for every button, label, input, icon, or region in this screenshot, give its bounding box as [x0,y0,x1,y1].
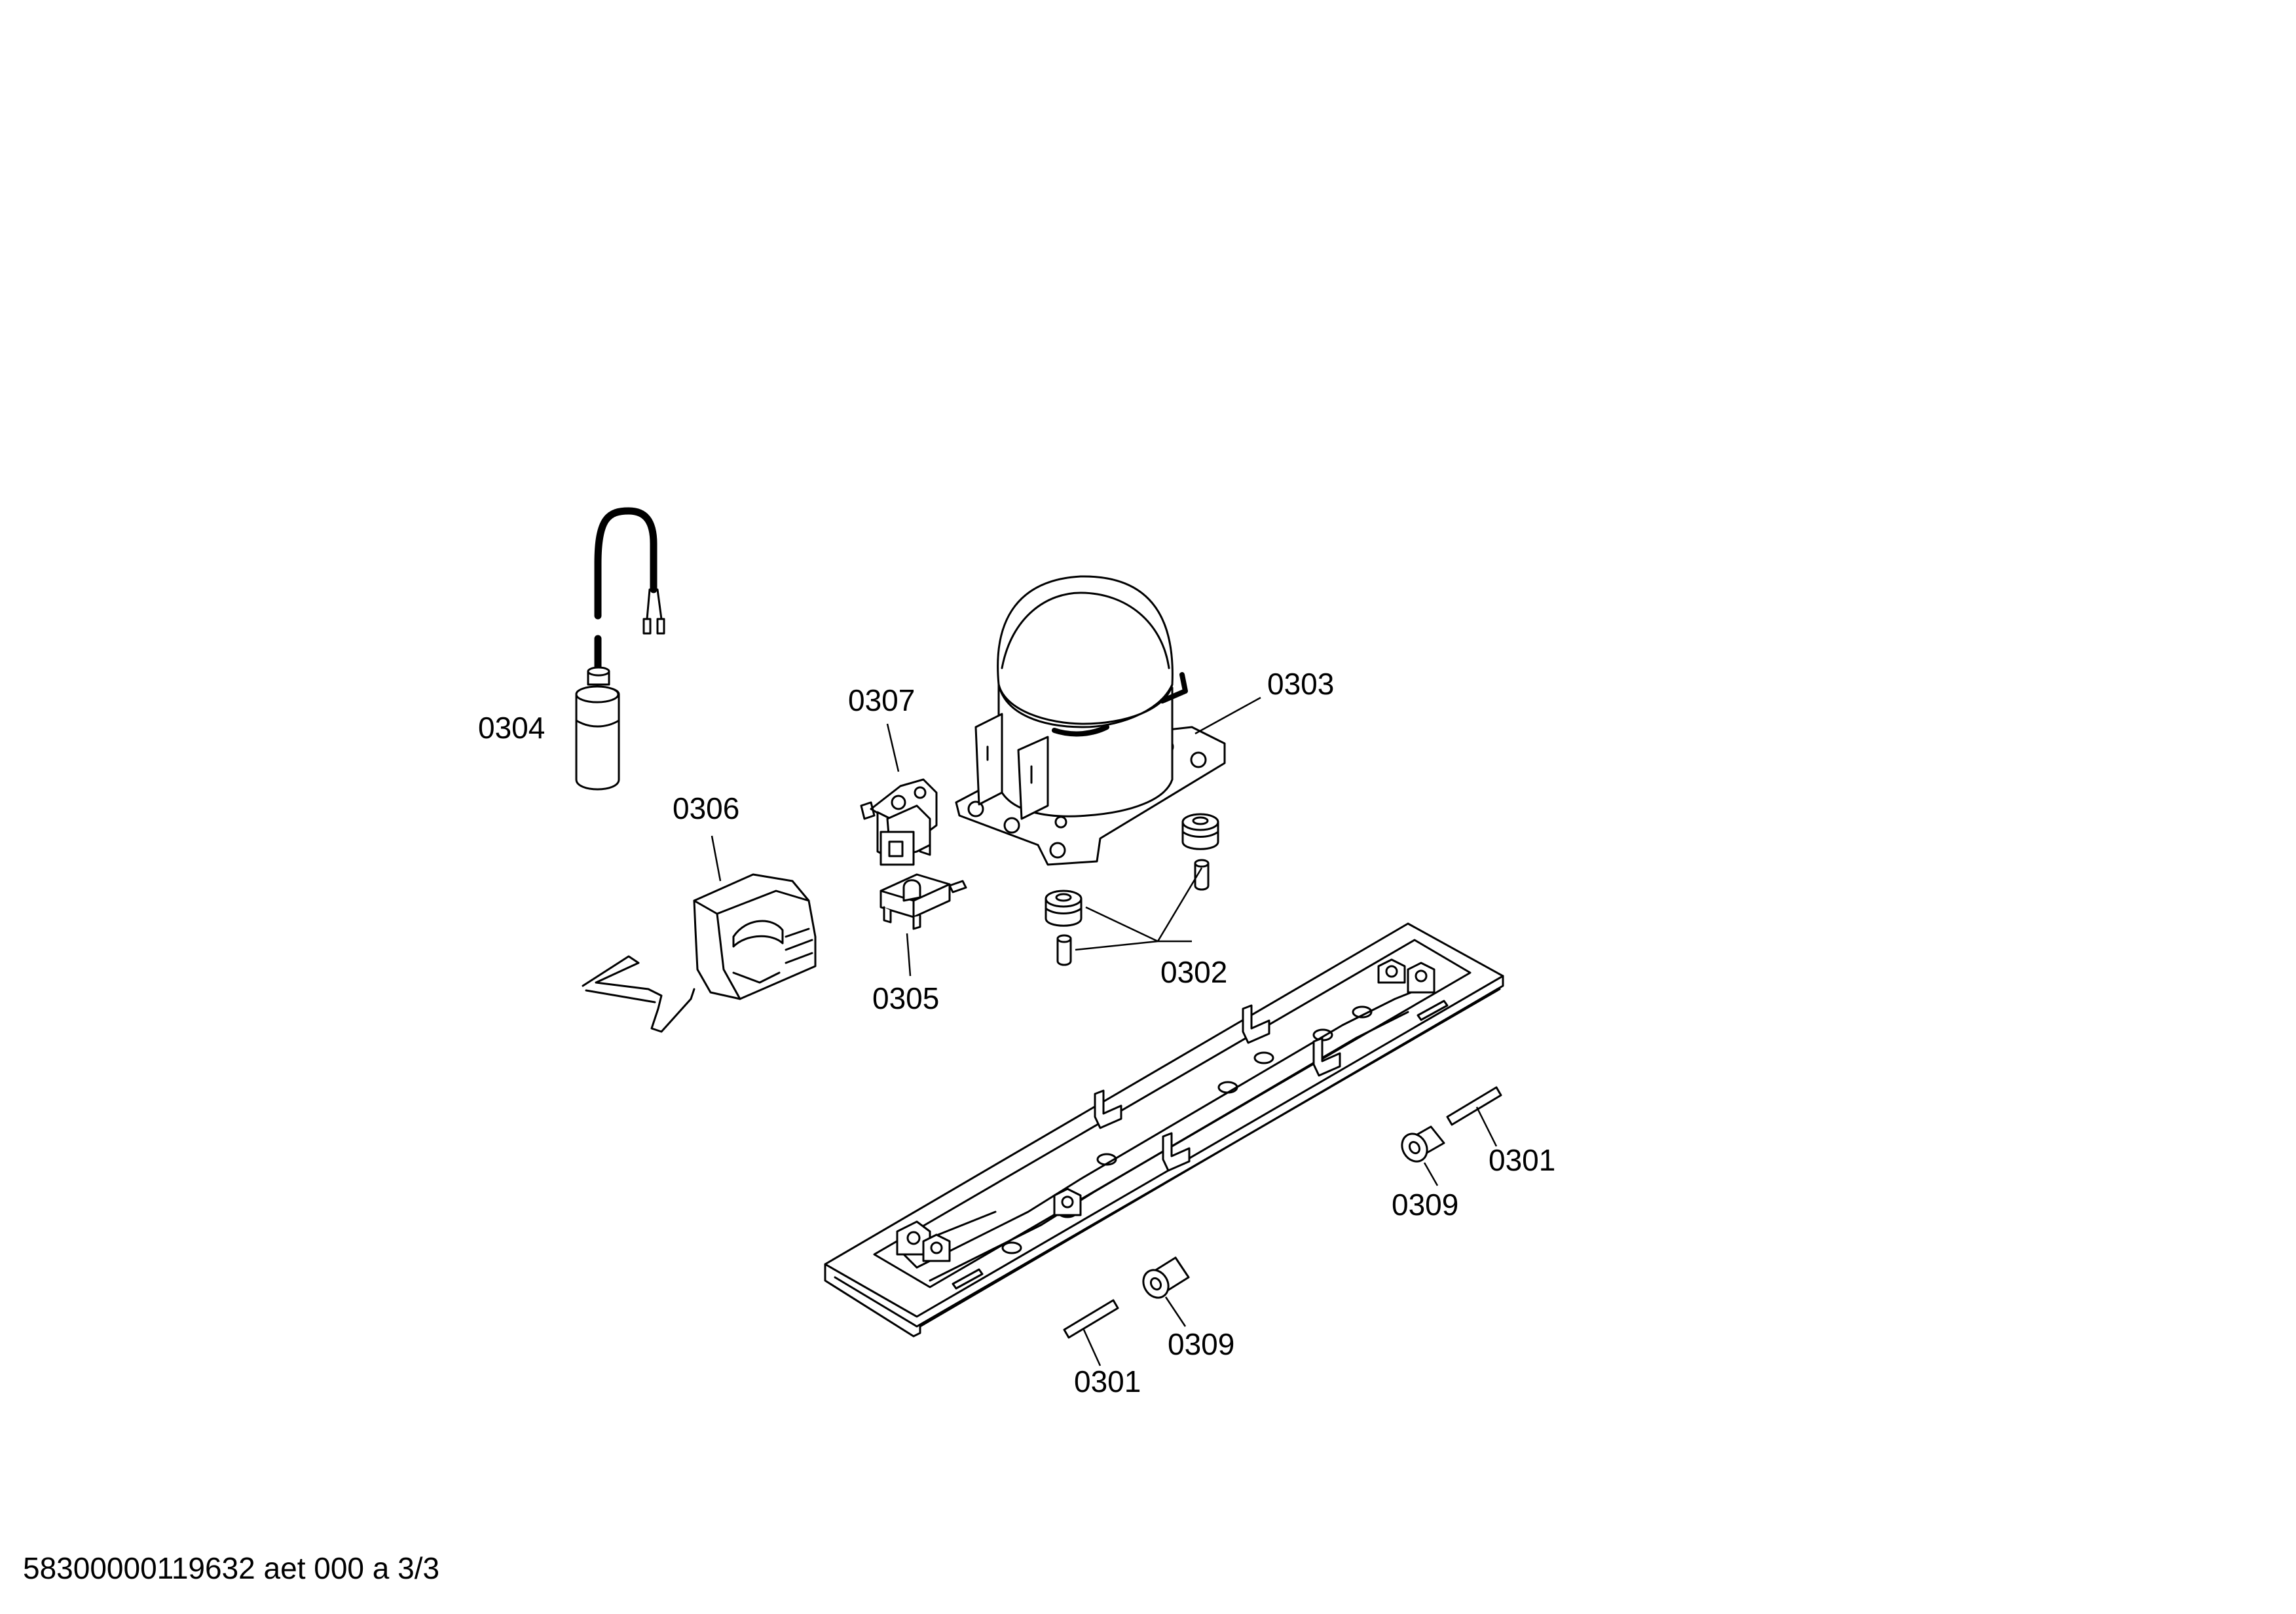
capacitor-part-0304[interactable] [575,507,665,791]
relay-part-0307[interactable] [860,778,938,866]
label-0301-right: 0301 [1489,1143,1555,1177]
label-0303: 0303 [1267,667,1334,701]
document-reference: 58300000119632 aet 000 a 3/3 [23,1551,439,1585]
part-labels: 0304 0307 0306 0305 0303 0302 0301 0309 … [478,667,1555,1398]
bushing-part-0309-right[interactable] [1397,1125,1445,1166]
label-0309-bottom: 0309 [1168,1327,1234,1361]
label-0304: 0304 [478,711,545,745]
label-0309-right: 0309 [1392,1188,1458,1222]
compressor-part-0303[interactable] [955,575,1226,866]
label-0301-bottom: 0301 [1074,1364,1141,1398]
grommets-part-0302[interactable] [1045,813,1219,966]
bushing-part-0309-bottom[interactable] [1138,1256,1190,1302]
label-0305: 0305 [872,981,939,1015]
leader-lines [711,696,1498,1366]
cover-part-0306[interactable] [582,873,817,1033]
label-0306: 0306 [673,791,739,825]
pin-part-0301-bottom[interactable] [1063,1299,1119,1339]
label-0302: 0302 [1160,955,1227,989]
base-rail[interactable] [824,922,1504,1338]
label-0307: 0307 [848,683,915,717]
pin-part-0301-right[interactable] [1446,1086,1502,1126]
protector-part-0305[interactable] [880,873,967,930]
